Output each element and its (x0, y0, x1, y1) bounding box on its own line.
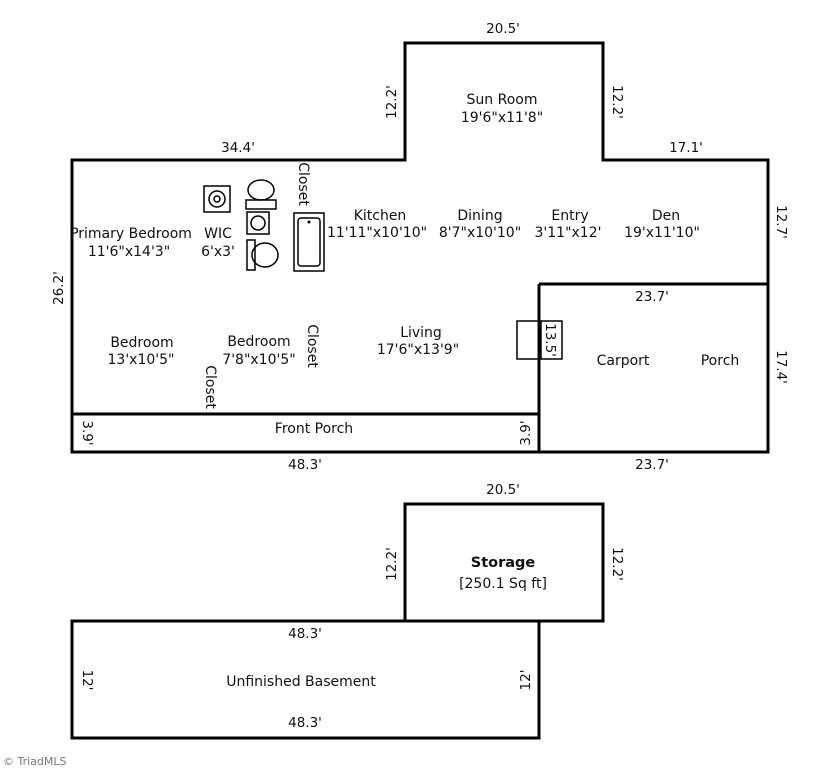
room-bedroom-2-size: 7'8"x10'5" (222, 352, 295, 368)
room-wic-name: WIC (204, 226, 232, 242)
toilet-icon (245, 179, 277, 210)
room-unfinished-basement-name: Unfinished Basement (226, 674, 376, 690)
room-kitchen-size: 11'11"x10'10" (327, 225, 427, 241)
dim-front-porch-left: 3.9' (79, 420, 95, 445)
dim-main-top-right: 17.1' (669, 140, 703, 156)
room-storage-name: Storage (471, 555, 536, 571)
room-wic-size: 6'x3' (201, 244, 235, 260)
washer-icon (203, 185, 231, 213)
dim-den-right: 12.7' (773, 205, 789, 239)
room-entry-name: Entry (551, 208, 588, 224)
room-sun-room-name: Sun Room (467, 92, 538, 108)
closet-label-mid: Closet (304, 324, 320, 368)
room-bedroom-1-name: Bedroom (110, 335, 173, 351)
stairs-icon (516, 320, 563, 360)
room-dining-name: Dining (457, 208, 502, 224)
room-porch-name: Porch (701, 353, 740, 369)
room-living-name: Living (400, 325, 442, 341)
room-sun-room-size: 19'6"x11'8" (461, 110, 543, 126)
closet-label-top: Closet (295, 162, 311, 206)
room-den-name: Den (652, 208, 680, 224)
dim-carport-top: 23.7' (635, 289, 669, 305)
dim-basement-right: 12' (518, 670, 534, 691)
dim-storage-right: 12.2' (609, 547, 625, 581)
dim-front-porch-right: 3.9' (518, 420, 534, 445)
bathtub-icon (293, 212, 325, 272)
dim-storage-top: 20.5' (486, 482, 520, 498)
dim-carport-bottom: 23.7' (635, 457, 669, 473)
main-floor-outline (70, 41, 770, 454)
room-bedroom-1-size: 13'x10'5" (108, 352, 175, 368)
dim-main-bottom: 48.3' (288, 457, 322, 473)
dim-basement-top: 48.3' (288, 626, 322, 642)
dim-sun-room-right: 12.2' (609, 85, 625, 119)
dim-basement-bottom: 48.3' (288, 715, 322, 731)
room-bedroom-2-name: Bedroom (227, 334, 290, 350)
dim-main-left: 26.2' (51, 271, 67, 305)
room-primary-bedroom-name: Primary Bedroom (70, 226, 192, 242)
dim-stair-side: 13.5' (542, 323, 558, 357)
room-front-porch-name: Front Porch (275, 421, 353, 437)
watermark: © TriadMLS (3, 755, 67, 768)
dim-storage-left: 12.2' (384, 547, 400, 581)
room-dining-size: 8'7"x10'10" (439, 225, 521, 241)
room-den-size: 19'x11'10" (624, 225, 700, 241)
toilet-icon (246, 239, 279, 271)
room-kitchen-name: Kitchen (354, 208, 407, 224)
dim-sun-room-top: 20.5' (486, 21, 520, 37)
sink-icon (246, 211, 270, 235)
room-carport-name: Carport (597, 353, 650, 369)
dim-sun-room-left: 12.2' (384, 85, 400, 119)
room-living-size: 17'6"x13'9" (377, 342, 459, 358)
dim-main-top-left: 34.4' (221, 140, 255, 156)
closet-label-low: Closet (202, 365, 218, 409)
room-storage-size: [250.1 Sq ft] (459, 576, 547, 592)
dim-carport-right: 17.4' (773, 350, 789, 384)
dim-basement-left: 12' (79, 670, 95, 691)
room-primary-bedroom-size: 11'6"x14'3" (88, 244, 170, 260)
room-entry-size: 3'11"x12' (535, 225, 602, 241)
basement-outline (70, 619, 541, 740)
